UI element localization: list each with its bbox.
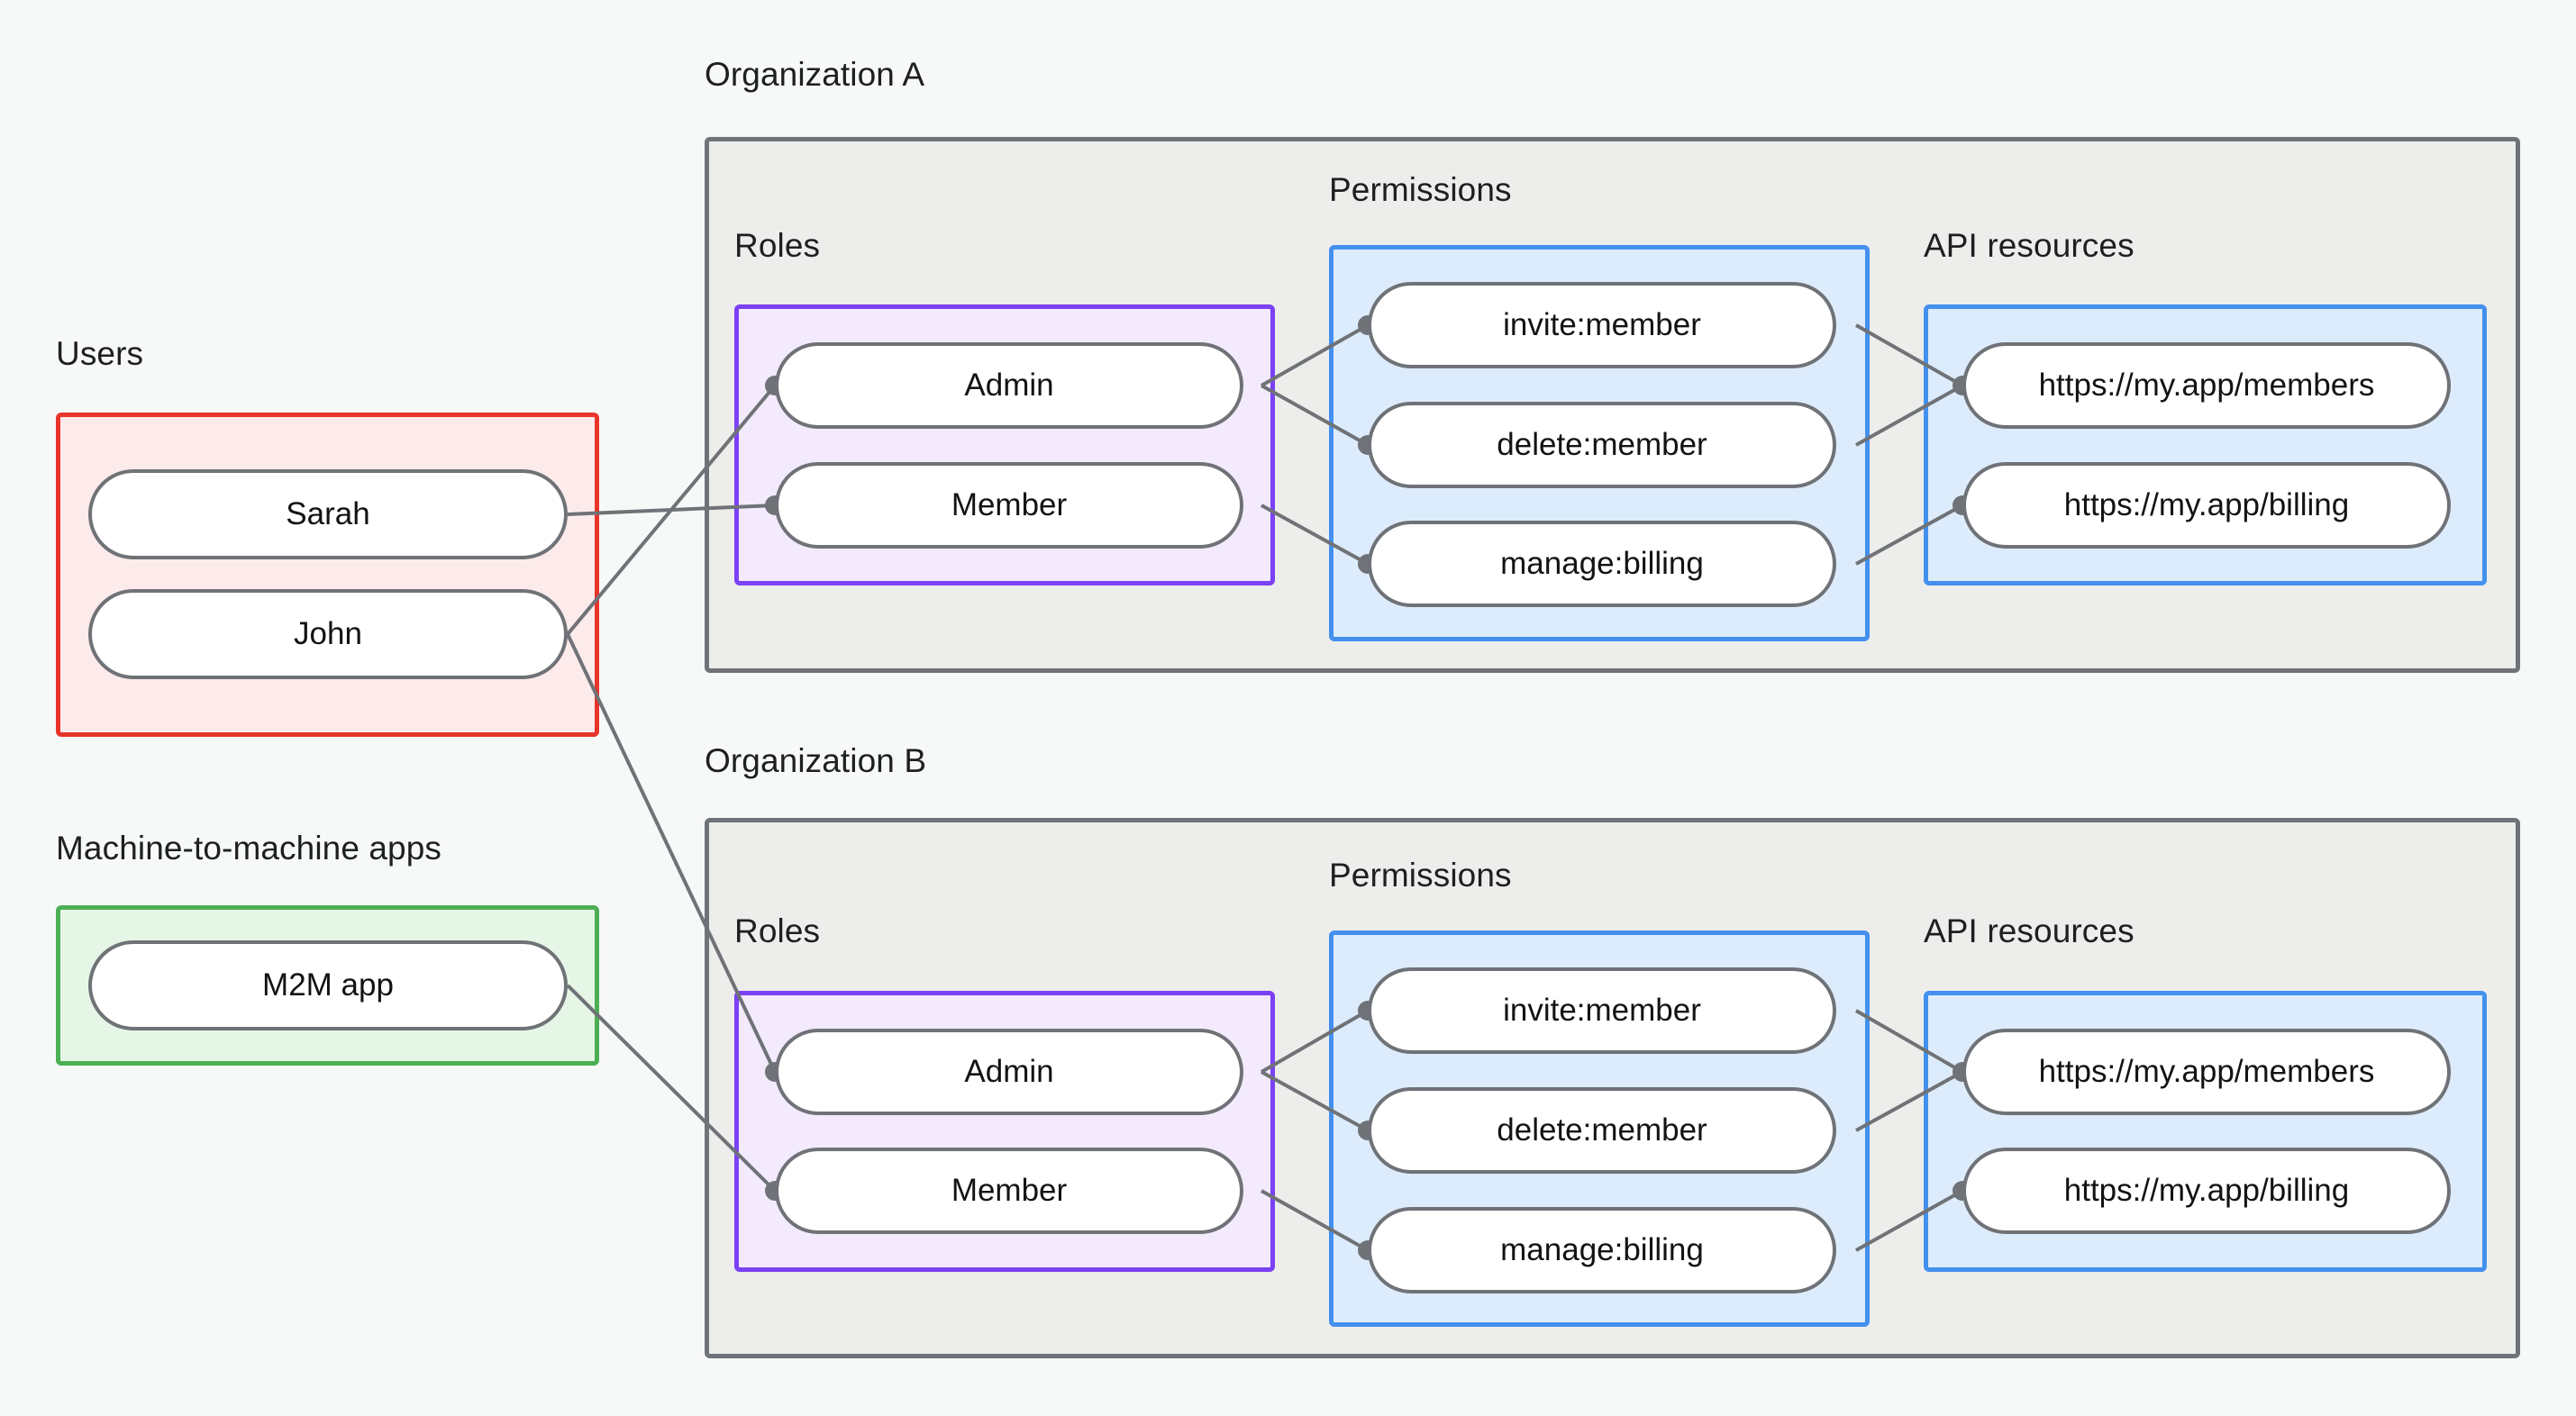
organization-a-label: Organization A <box>705 56 925 93</box>
org-a-permission-delete-member[interactable]: delete:member <box>1368 402 1836 488</box>
m2m-node-app[interactable]: M2M app <box>88 940 568 1030</box>
org-a-api-resource-members[interactable]: https://my.app/members <box>1962 342 2451 429</box>
org-b-permission-manage-billing[interactable]: manage:billing <box>1368 1207 1836 1293</box>
org-b-roles-label: Roles <box>734 912 821 949</box>
organization-b-label: Organization B <box>705 742 927 779</box>
user-node-sarah[interactable]: Sarah <box>88 469 568 559</box>
org-b-api-resource-members[interactable]: https://my.app/members <box>1962 1029 2451 1115</box>
org-b-api-resource-billing[interactable]: https://my.app/billing <box>1962 1148 2451 1234</box>
users-group-label: Users <box>56 335 144 372</box>
org-a-api-resource-billing[interactable]: https://my.app/billing <box>1962 462 2451 549</box>
org-a-permission-manage-billing[interactable]: manage:billing <box>1368 521 1836 607</box>
user-node-john[interactable]: John <box>88 589 568 679</box>
org-b-role-admin[interactable]: Admin <box>775 1029 1243 1115</box>
org-a-role-admin[interactable]: Admin <box>775 342 1243 429</box>
org-a-api-resources-label: API resources <box>1924 227 2135 264</box>
m2m-group-label: Machine-to-machine apps <box>56 830 442 867</box>
org-b-permission-delete-member[interactable]: delete:member <box>1368 1087 1836 1174</box>
org-a-permissions-label: Permissions <box>1329 171 1512 208</box>
org-a-permission-invite-member[interactable]: invite:member <box>1368 282 1836 368</box>
users-container <box>56 413 599 737</box>
org-b-api-resources-label: API resources <box>1924 912 2135 949</box>
org-b-permission-invite-member[interactable]: invite:member <box>1368 967 1836 1054</box>
org-a-role-member[interactable]: Member <box>775 462 1243 549</box>
org-a-roles-label: Roles <box>734 227 821 264</box>
org-b-role-member[interactable]: Member <box>775 1148 1243 1234</box>
org-b-permissions-label: Permissions <box>1329 857 1512 894</box>
